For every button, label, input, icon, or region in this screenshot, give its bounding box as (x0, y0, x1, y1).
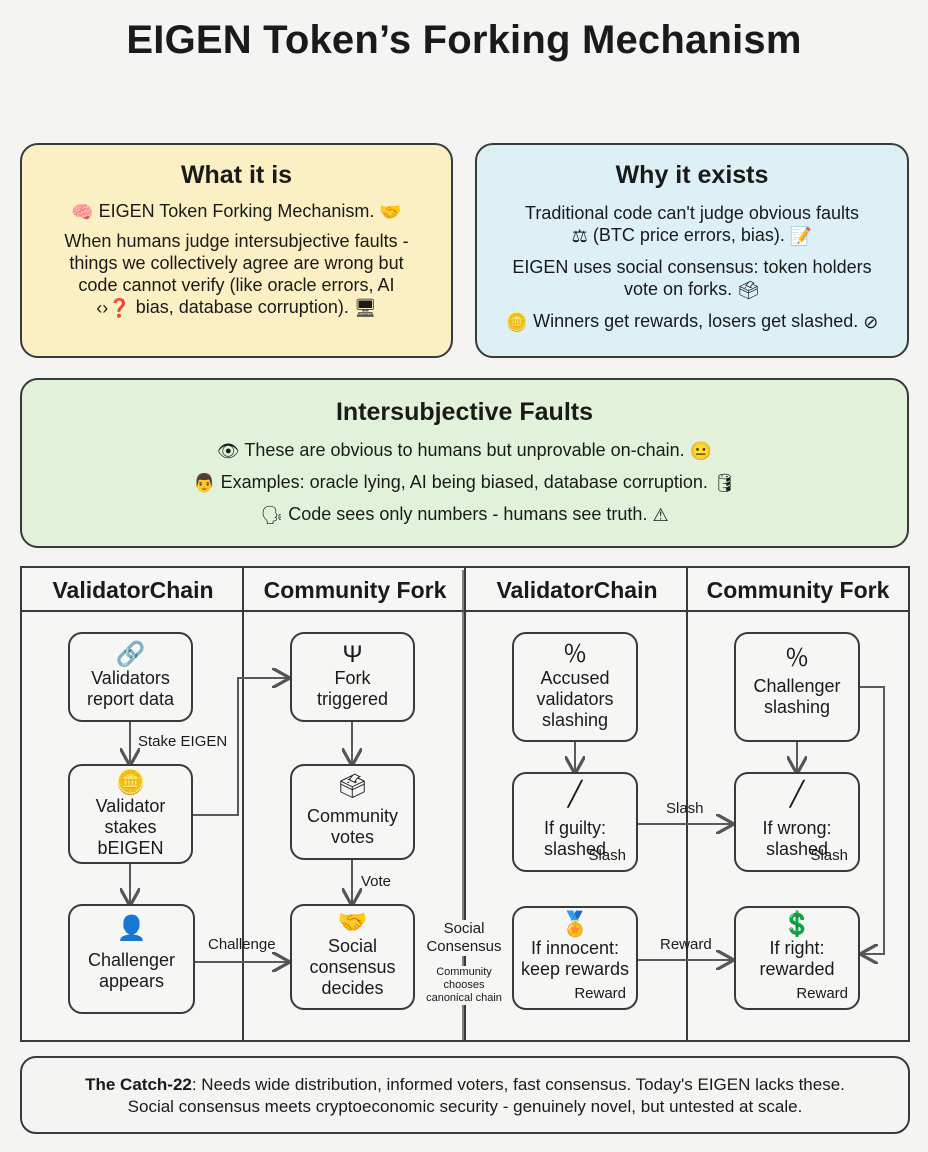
node-if-guilty: ╱ If guilty: slashed Slash (512, 772, 638, 872)
column-header-community-fork-2: Community Fork (688, 568, 908, 612)
crown-handshake-icon: 🤝 (337, 909, 368, 936)
edge-label-challenge: Challenge (208, 936, 276, 953)
column-header-validatorchain-2: ValidatorChain (466, 568, 688, 612)
what-it-is-body-end: bias, database corruption). (135, 297, 349, 317)
column-header-community-fork-1: Community Fork (244, 568, 466, 612)
terminal-icon: 🖥 (353, 298, 377, 319)
edge-label-slash: Slash (666, 800, 704, 817)
column-divider (686, 568, 688, 1040)
reward-tag: Reward (796, 985, 848, 1002)
slash-tag: Slash (810, 847, 848, 864)
arrow-challenger-to-right (860, 686, 885, 954)
footer-bold: The Catch-22 (85, 1075, 192, 1094)
footer-text1: : Needs wide distribution, informed vote… (191, 1075, 845, 1094)
edge-label-vote: Vote (361, 873, 392, 890)
speaking-head-icon: 🗣 (260, 505, 284, 526)
fork-icon: Ψ (342, 641, 363, 668)
brain-icon: 🧠 (71, 202, 94, 223)
column-header-validatorchain-1: ValidatorChain (22, 568, 244, 612)
prohibited-icon: ⊘ (863, 312, 879, 333)
node-validators-report-data: 🔗 Validators report data (68, 632, 193, 722)
user-icon: 👤 (116, 915, 147, 942)
page-title: EIGEN Token’s Forking Mechanism (126, 18, 802, 62)
node-community-votes: 🗳 Community votes (290, 764, 415, 860)
why-line1b: (BTC price errors, bias). (592, 225, 785, 245)
what-it-is-line1: EIGEN Token Forking Mechanism. (98, 201, 375, 221)
percent-slash-icon: ％ (563, 641, 587, 668)
node-challenger-appears: 👤 Challenger appears (68, 904, 195, 1014)
database-icon: 🛢 (712, 473, 736, 494)
node-if-innocent: 🏅 If innocent: keep rewards Reward (512, 906, 638, 1010)
node-if-right: 💲 If right: rewarded Reward (734, 906, 860, 1010)
database-warning-icon: ⚠ (652, 505, 669, 526)
chain-link-icon: 🔗 (115, 641, 146, 668)
notebook-icon: 📝 (789, 226, 813, 247)
scales-icon: ⚖ (571, 226, 588, 247)
node-if-wrong: ╱ If wrong: slashed Slash (734, 772, 860, 872)
ballot-icon: 🗳 (737, 280, 760, 301)
eye-icon: 👁 (216, 441, 240, 462)
face-icon: 😐 (689, 441, 713, 462)
reward-tag: Reward (574, 985, 626, 1002)
edge-label-community-chooses: Community chooses canonical chain (420, 966, 508, 1005)
handshake-icon: 🤝 (379, 202, 402, 223)
node-validator-stakes: 🪙 Validator stakes bEIGEN (68, 764, 193, 864)
percent-slash-icon: ％ (785, 645, 809, 672)
person-icon: 👨 (193, 473, 216, 494)
what-it-is-heading: What it is (180, 161, 293, 189)
money-hand-icon: 💲 (782, 911, 812, 938)
node-challenger-slashing: ％ Challenger slashing (734, 632, 860, 742)
slash-tag: Slash (588, 847, 626, 864)
why-it-exists-card: Why it exists Traditional code can't jud… (475, 143, 909, 358)
what-it-is-body: When humans judge intersubjective faults… (64, 231, 409, 295)
why-line3: Winners get rewards, losers get slashed. (533, 311, 859, 331)
arrow-stake-to-fork (193, 678, 288, 816)
edge-label-social-consensus: Social Consensus (422, 920, 506, 956)
slash-icon: ╱ (567, 781, 583, 808)
intersubjective-line1: These are obvious to humans but unprovab… (244, 440, 685, 460)
intersubjective-line3: Code sees only numbers - humans see trut… (288, 504, 648, 524)
award-ribbon-icon: 🏅 (560, 911, 590, 938)
catch-22-footer: The Catch-22: Needs wide distribution, i… (20, 1056, 910, 1134)
question-code-icon: ‹›❓ (96, 298, 131, 319)
ballot-box-icon: 🗳 (337, 773, 368, 800)
intersubjective-card: Intersubjective Faults 👁 These are obvio… (20, 378, 909, 548)
column-divider (464, 568, 466, 1040)
why-it-exists-heading: Why it exists (615, 161, 769, 189)
intersubjective-heading: Intersubjective Faults (335, 398, 594, 426)
column-divider (242, 568, 244, 1040)
node-social-consensus-decides: 🤝 Social consensus decides (290, 904, 415, 1010)
coins-icon: 🪙 (505, 312, 529, 333)
node-accused-validators-slashing: ％ Accused validators slashing (512, 632, 638, 742)
intersubjective-line2: Examples: oracle lying, AI being biased,… (220, 472, 708, 492)
coins-icon: 🪙 (115, 769, 146, 796)
why-line1: Traditional code can't judge obvious fau… (525, 203, 859, 223)
footer-text2: Social consensus meets cryptoeconomic se… (127, 1097, 803, 1116)
what-it-is-card: What it is 🧠 EIGEN Token Forking Mechani… (20, 143, 453, 358)
edge-label-reward: Reward (660, 936, 712, 953)
why-line2: EIGEN uses social consensus: token holde… (512, 257, 872, 299)
slash-icon: ╱ (789, 781, 805, 808)
edge-label-stake-eigen: Stake EIGEN (138, 733, 228, 750)
node-fork-triggered: Ψ Fork triggered (290, 632, 415, 722)
